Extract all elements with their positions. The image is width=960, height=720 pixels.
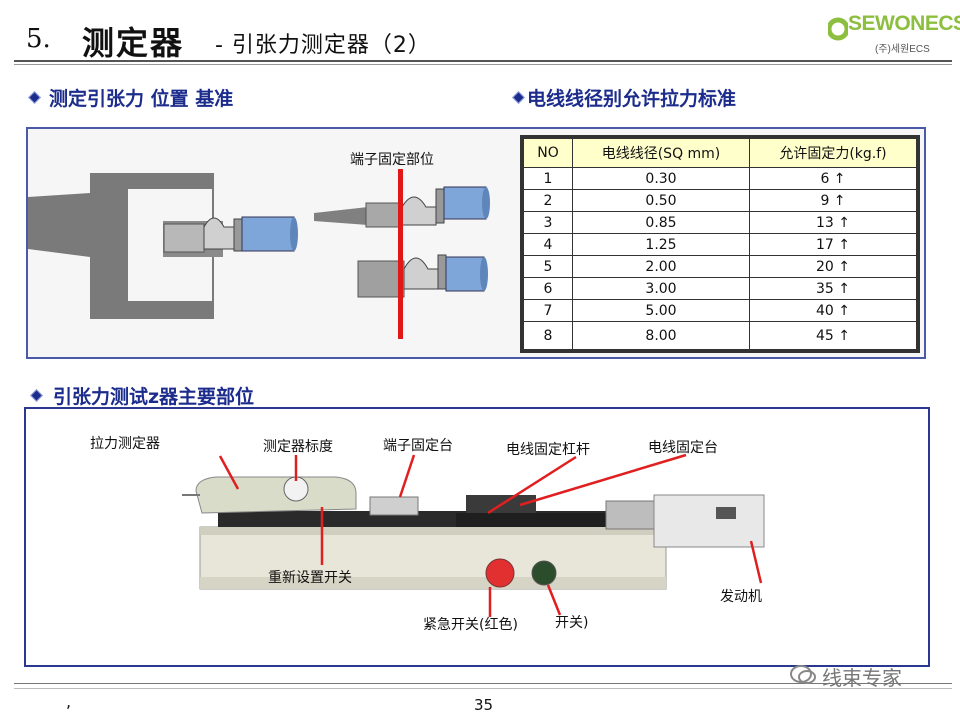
company-logo [828,8,940,58]
logo-subtext: (주)세원ECS [875,44,930,55]
terminal-fix-label: 端子固定部位 [350,152,434,168]
footer-divider-thin [14,688,952,689]
label-wire-lever: 电线固定杠杆 [506,442,590,458]
cell-force: 9 ↑ [749,189,917,212]
cell-force: 40 ↑ [749,299,917,322]
logo-text: SEWONECS [848,12,960,35]
label-emergency-switch: 紧急开关(红色) [423,617,518,633]
cell-force: 17 ↑ [749,233,917,256]
bullet-diamond-icon [512,91,525,104]
cell-diameter: 8.00 [572,321,750,350]
cell-diameter: 0.50 [572,189,750,212]
cell-diameter: 0.30 [572,167,750,190]
page-number: 35 [474,696,494,714]
section-heading-standard: 电线线径别允许拉力标准 [512,84,736,111]
bullet-diamond-icon [30,389,43,402]
logo-swirl-icon [828,17,848,41]
cell-no: 2 [523,189,573,212]
page-subtitle: - 引张力测定器（2） [215,33,431,58]
cell-no: 8 [523,321,573,350]
label-motor: 发动机 [720,589,762,605]
table-header-row: NO 电线线径(SQ mm) 允许固定力(kg.f) [523,138,917,168]
label-wire-table: 电线固定台 [648,440,718,456]
cell-no: 5 [523,255,573,278]
terminal-position-diagram [28,169,490,339]
label-scale: 测定器标度 [263,439,333,455]
cell-force: 6 ↑ [749,167,917,190]
cell-force: 20 ↑ [749,255,917,278]
col-header-diameter: 电线线径(SQ mm) [572,138,750,168]
cell-force: 45 ↑ [749,321,917,350]
tensile-tester-photo [182,453,765,617]
cell-diameter: 1.25 [572,233,750,256]
label-terminal-table: 端子固定台 [383,438,453,454]
footer-divider [14,683,952,684]
label-switch: 开关) [555,615,589,631]
cell-force: 35 ↑ [749,277,917,300]
header-divider-thin [14,64,952,65]
page-title: 测定器 [82,24,185,62]
watermark: 线束专家 [822,666,902,690]
cell-diameter: 5.00 [572,299,750,322]
col-header-force: 允许固定力(kg.f) [749,138,917,168]
label-tensile-meter: 拉力测定器 [90,436,160,452]
label-reset-switch: 重新设置开关 [268,570,352,586]
fixing-line-marker [398,169,403,339]
cell-no: 7 [523,299,573,322]
cell-no: 6 [523,277,573,300]
bullet-diamond-icon [28,91,41,104]
cell-diameter: 0.85 [572,211,750,234]
cell-diameter: 2.00 [572,255,750,278]
col-header-no: NO [523,138,573,168]
wechat-icon [790,664,816,686]
section-heading-position: 测定引张力 位置 基准 [28,84,233,111]
footer-mark: , [66,692,72,711]
cell-diameter: 3.00 [572,277,750,300]
cell-no: 3 [523,211,573,234]
cell-force: 13 ↑ [749,211,917,234]
section-heading-machine-parts: 引张力测试z器主要部位 [30,382,254,409]
header-divider [14,60,952,62]
cell-no: 4 [523,233,573,256]
cell-no: 1 [523,167,573,190]
section-number: 5. [26,24,51,54]
